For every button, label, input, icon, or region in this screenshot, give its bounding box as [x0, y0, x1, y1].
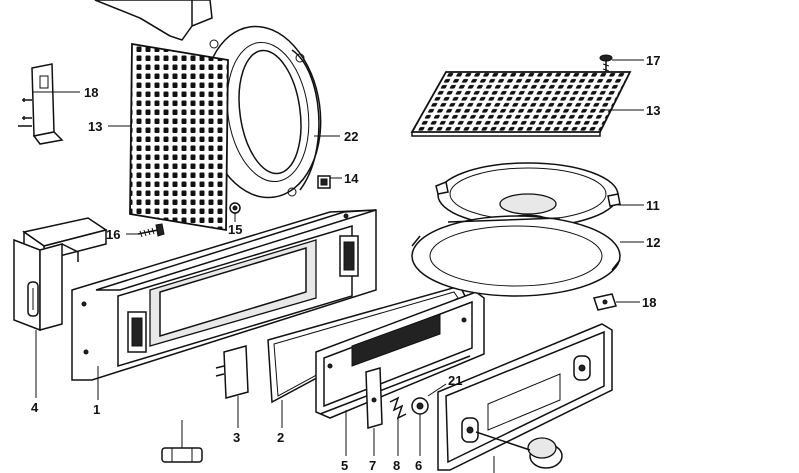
side-bracket-4 [13, 217, 108, 332]
control-knob [475, 431, 563, 469]
speaker-grille-right [410, 71, 632, 137]
callout-16: 16 [106, 227, 120, 242]
callout-15: 15 [228, 222, 242, 237]
callout-13-left: 13 [88, 119, 102, 134]
cover-plate-3 [215, 345, 249, 399]
washer-15 [229, 202, 241, 214]
callout-6: 6 [415, 458, 422, 473]
callout-4: 4 [31, 400, 39, 415]
speaker-grille-left [129, 42, 229, 232]
callout-11: 11 [646, 198, 660, 213]
callout-12: 12 [646, 235, 660, 250]
callout-22: 22 [344, 129, 358, 144]
clip-18 [593, 293, 617, 311]
callout-8: 8 [393, 458, 400, 473]
callout-labels: 18 13 22 14 15 16 17 13 11 12 18 4 1 3 2… [31, 53, 660, 473]
switch-7 [365, 367, 383, 429]
callout-2: 2 [277, 430, 284, 445]
spring-8 [389, 396, 407, 420]
top-mounting-bracket [94, 0, 213, 41]
speaker-housing [202, 25, 322, 199]
callout-13-right: 13 [646, 103, 660, 118]
callout-5: 5 [341, 458, 348, 473]
callout-1: 1 [93, 402, 100, 417]
clip-14 [317, 175, 331, 189]
mounting-bracket-20 [18, 63, 64, 145]
callout-17: 17 [646, 53, 660, 68]
callout-21: 21 [448, 373, 462, 388]
callout-20: 18 [84, 85, 98, 100]
callout-14: 14 [344, 171, 359, 186]
fuse [161, 447, 203, 463]
callout-7: 7 [369, 458, 376, 473]
screw-16 [137, 223, 165, 238]
callout-3: 3 [233, 430, 240, 445]
speaker-frame-12 [411, 215, 621, 297]
leader-lines [32, 59, 644, 473]
callout-18: 18 [642, 295, 656, 310]
nut-6 [411, 397, 429, 415]
trim-frame-1 [71, 209, 377, 381]
radio-bezel-5 [315, 291, 485, 419]
